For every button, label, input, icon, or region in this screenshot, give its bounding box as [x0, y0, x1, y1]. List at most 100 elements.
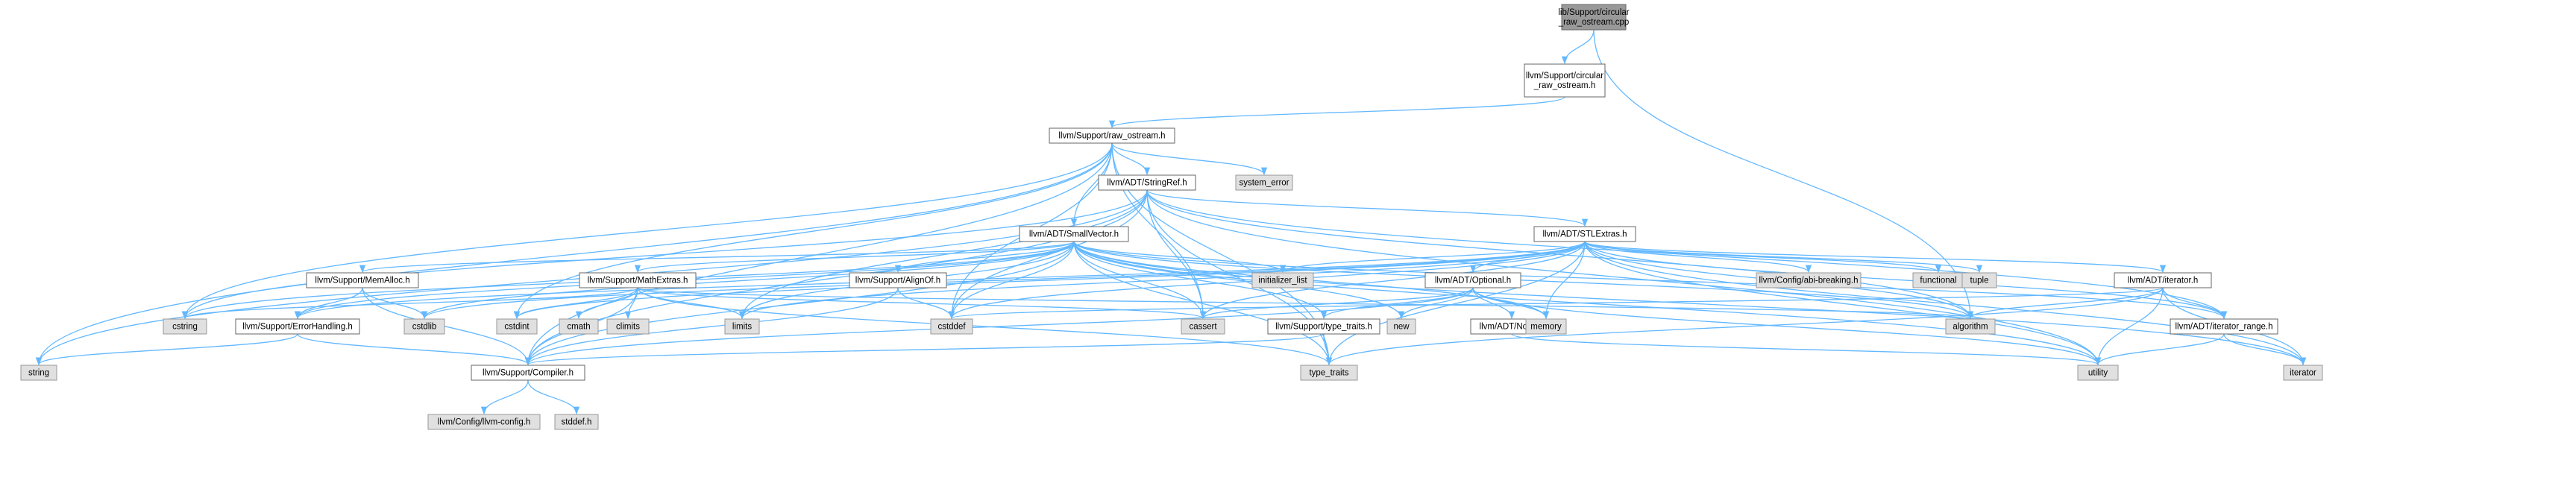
node-box	[1235, 174, 1293, 191]
edge-raw_ostream-to-stringref	[1111, 142, 1151, 176]
node-label: system_error	[1239, 179, 1289, 188]
node-box	[1961, 272, 1997, 288]
node-box	[2077, 365, 2119, 381]
node-box	[1424, 272, 1521, 288]
edge-optional-to-type_traits_h	[1320, 287, 1474, 320]
edge-type_traits_h-to-type_traits	[1323, 333, 1333, 366]
node-box	[1181, 318, 1225, 335]
node-box	[724, 318, 760, 335]
edge-compiler-to-stddef_h	[527, 379, 580, 415]
node-box	[306, 272, 419, 288]
node-errorhandling[interactable]: llvm/Support/ErrorHandling.h	[235, 318, 360, 335]
node-box	[1533, 226, 1636, 242]
edge-stlextras-to-abi_breaking	[1584, 241, 1812, 274]
edge-root-to-circ_h	[1561, 29, 1595, 65]
node-label: iterator	[2290, 369, 2316, 378]
node-memalloc[interactable]: llvm/Support/MemAlloc.h	[306, 272, 419, 288]
edge-stlextras-to-utility	[1584, 241, 2102, 366]
edges-layer	[35, 29, 2307, 415]
node-box	[427, 414, 541, 430]
node-mathextras[interactable]: llvm/Support/MathExtras.h	[579, 272, 697, 288]
node-type_traits_h[interactable]: llvm/Support/type_traits.h	[1267, 318, 1380, 335]
edge-smallvector-to-memalloc	[359, 241, 1075, 274]
node-label: llvm/Support/MathExtras.h	[588, 277, 688, 285]
node-label: llvm/Config/llvm-config.h	[438, 418, 531, 427]
node-smallvector[interactable]: llvm/ADT/SmallVector.h	[1019, 226, 1129, 242]
edge-mathextras-to-cassert	[637, 287, 1206, 320]
node-compiler[interactable]: llvm/Support/Compiler.h	[471, 365, 585, 381]
node-label: llvm/Support/Compiler.h	[483, 369, 574, 378]
node-label: new	[1393, 323, 1410, 332]
edge-optional-to-utility	[1472, 287, 2102, 366]
edge-iterator_h-to-type_traits	[1326, 287, 2164, 366]
node-optional[interactable]: llvm/ADT/Optional.h	[1424, 272, 1521, 288]
edge-none_h-to-utility	[1511, 333, 2101, 366]
edge-raw_ostream-to-cstring	[181, 142, 1113, 320]
node-label: cassert	[1189, 323, 1217, 332]
edge-smallvector-to-cassert	[1073, 241, 1207, 320]
edge-smallvector-to-initializer_list	[1073, 241, 1287, 274]
edge-smallvector-to-compiler	[524, 241, 1075, 366]
node-label: lib/Support/circular	[1558, 8, 1629, 17]
nodes-layer: lib/Support/circular_raw_ostream.cppllvm…	[20, 4, 2323, 430]
node-raw_ostream[interactable]: llvm/Support/raw_ostream.h	[1049, 127, 1175, 144]
node-iterator_h[interactable]: llvm/ADT/iterator.h	[2114, 272, 2212, 288]
node-label: llvm/ADT/iterator_range.h	[2175, 323, 2272, 332]
node-label: initializer_list	[1258, 277, 1307, 285]
node-box	[1098, 174, 1196, 191]
edge-alignof-to-compiler	[524, 287, 899, 366]
edge-stlextras-to-cstdlib	[421, 241, 1586, 320]
node-label: utility	[2088, 369, 2108, 378]
edge-errorhandling-to-compiler	[297, 333, 532, 366]
node-box	[579, 272, 697, 288]
node-label: llvm/Support/AlignOf.h	[855, 277, 940, 285]
node-iterator: iterator	[2283, 365, 2323, 381]
node-box	[606, 318, 650, 335]
node-label: llvm/Support/MemAlloc.h	[315, 277, 409, 285]
node-label: llvm/ADT/StringRef.h	[1107, 179, 1187, 188]
node-box	[1945, 318, 1996, 335]
edge-mathextras-to-cmath	[575, 287, 638, 320]
node-box	[1386, 318, 1416, 335]
node-label: cmath	[567, 323, 590, 332]
edge-stringref-to-limits	[738, 189, 1148, 320]
edge-errorhandling-to-string	[36, 333, 298, 366]
edge-iterator_h-to-iterator_range	[2162, 287, 2228, 320]
edge-iterator_range-to-iterator	[2223, 333, 2307, 366]
node-label: llvm/Support/circular	[1526, 72, 1603, 81]
node-circ_h[interactable]: llvm/Support/circular_raw_ostream.h	[1524, 63, 1606, 98]
node-functional: functional	[1912, 272, 1964, 288]
node-root[interactable]: lib/Support/circular_raw_ostream.cpp	[1558, 4, 1630, 31]
edge-iterator_h-to-cstddef	[949, 287, 2164, 320]
node-stlextras[interactable]: llvm/ADT/STLExtras.h	[1533, 226, 1636, 242]
node-label: _raw_ostream.cpp	[1558, 18, 1630, 27]
node-label: functional	[1920, 277, 1956, 285]
node-label: algorithm	[1953, 323, 1988, 332]
edge-mathextras-to-algorithm	[637, 287, 1973, 320]
node-stringref[interactable]: llvm/ADT/StringRef.h	[1098, 174, 1196, 191]
node-type_traits: type_traits	[1300, 365, 1358, 381]
node-box	[1049, 127, 1175, 144]
edge-optional-to-new	[1398, 287, 1474, 320]
node-label: memory	[1530, 323, 1562, 332]
edge-smallvector-to-iterator_range	[1073, 241, 2227, 320]
node-stddef_h: stddef.h	[554, 414, 599, 430]
edge-stlextras-to-cstdint	[514, 241, 1586, 320]
node-llvm_config: llvm/Config/llvm-config.h	[427, 414, 541, 430]
node-label: llvm/Config/abi-breaking.h	[1759, 277, 1859, 285]
edge-raw_ostream-to-cstdint	[513, 142, 1113, 320]
edge-memalloc-to-cstdlib	[362, 287, 428, 320]
edge-memalloc-to-compiler	[362, 287, 532, 366]
node-alignof[interactable]: llvm/Support/AlignOf.h	[849, 272, 947, 288]
edge-smallvector-to-cstdlib	[421, 241, 1075, 320]
node-cstddef: cstddef	[930, 318, 973, 335]
node-label: cstdlib	[412, 323, 437, 332]
node-limits: limits	[724, 318, 760, 335]
node-iterator_range[interactable]: llvm/ADT/iterator_range.h	[2170, 318, 2278, 335]
edge-smallvector-to-algorithm	[1073, 241, 1973, 320]
node-label: llvm/ADT/STLExtras.h	[1542, 230, 1627, 239]
node-box	[1019, 226, 1129, 242]
edge-stringref-to-utility	[1146, 189, 2102, 366]
node-label: llvm/Support/type_traits.h	[1275, 323, 1372, 332]
edge-stringref-to-cstddef	[948, 189, 1148, 320]
